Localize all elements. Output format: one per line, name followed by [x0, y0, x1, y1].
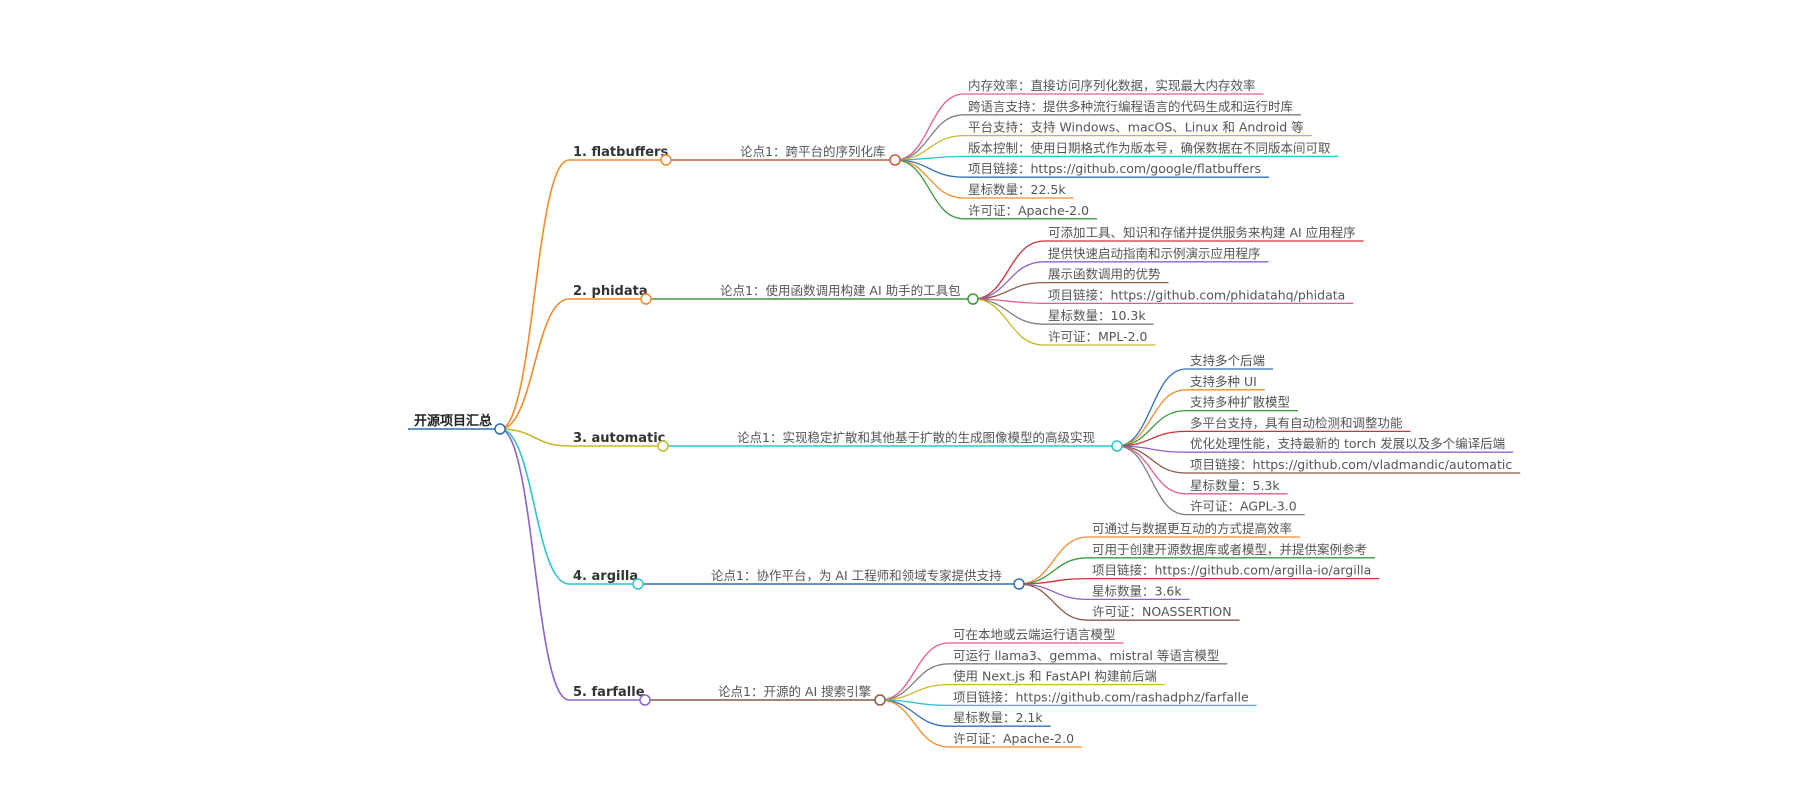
detail-branch-line	[879, 663, 950, 701]
detail-label: 平台支持：支持 Windows、macOS、Linux 和 Android 等	[968, 120, 1304, 135]
detail-label: 可运行 llama3、gemma、mistral 等语言模型	[953, 648, 1219, 663]
detail-label: 星标数量：5.3k	[1190, 478, 1280, 493]
root-node-circle[interactable]	[494, 423, 506, 435]
detail-label: 项目链接：https://github.com/phidatahq/phidat…	[1048, 287, 1345, 302]
detail-label: 内存效率：直接访问序列化数据，实现最大内存效率	[968, 78, 1256, 93]
detail-branch-line	[1018, 557, 1089, 585]
detail-label: 展示函数调用的优势	[1048, 267, 1161, 282]
detail-label: 许可证：NOASSERTION	[1092, 604, 1232, 619]
root-title: 开源项目汇总	[414, 413, 492, 429]
detail-branch-line	[1018, 583, 1089, 621]
root-branch-line	[499, 159, 570, 430]
detail-label: 使用 Next.js 和 FastAPI 构建前后端	[953, 669, 1157, 684]
point-label: 论点1：使用函数调用构建 AI 助手的工具包	[720, 283, 961, 298]
detail-label: 可用于创建开源数据库或者模型，并提供案例参考	[1092, 542, 1367, 557]
detail-label: 项目链接：https://github.com/argilla-io/argil…	[1092, 563, 1371, 578]
point-node-circle[interactable]	[1111, 440, 1123, 452]
detail-label: 跨语言支持：提供多种流行编程语言的代码生成和运行时库	[968, 99, 1293, 114]
detail-label: 可在本地或云端运行语言模型	[953, 627, 1116, 642]
point-label: 论点1：开源的 AI 搜索引擎	[718, 684, 871, 699]
detail-branch-line	[894, 93, 965, 161]
detail-branch-line	[879, 699, 950, 748]
root-branch-line	[499, 428, 570, 585]
root-branch-line	[499, 298, 570, 430]
point-node-circle[interactable]	[874, 694, 886, 706]
detail-branch-line	[1116, 368, 1187, 447]
project-node-circle[interactable]	[640, 293, 652, 305]
project-name: 3. automatic	[573, 431, 665, 446]
project-name: 1. flatbuffers	[573, 145, 668, 160]
detail-label: 可通过与数据更互动的方式提高效率	[1092, 521, 1292, 536]
point-label: 论点1：实现稳定扩散和其他基于扩散的生成图像模型的高级实现	[737, 430, 1095, 445]
detail-branch-line	[972, 261, 1045, 300]
detail-branch-line	[1018, 583, 1089, 601]
detail-label: 项目链接：https://github.com/vladmandic/autom…	[1190, 457, 1512, 472]
detail-branch-line	[972, 240, 1045, 300]
project-node-circle[interactable]	[632, 578, 644, 590]
root-branch-line	[499, 428, 570, 701]
detail-label: 可添加工具、知识和存储并提供服务来构建 AI 应用程序	[1048, 225, 1356, 240]
detail-label: 优化处理性能，支持最新的 torch 发展以及多个编译后端	[1190, 436, 1505, 451]
detail-branch-line	[1018, 577, 1089, 585]
detail-label: 许可证：Apache-2.0	[968, 203, 1089, 218]
detail-label: 星标数量：22.5k	[968, 182, 1066, 197]
detail-branch-line	[879, 699, 950, 727]
detail-label: 星标数量：2.1k	[953, 710, 1043, 725]
project-name: 4. argilla	[573, 569, 638, 584]
detail-branch-line	[972, 298, 1045, 346]
point-label: 论点1：跨平台的序列化库	[740, 144, 885, 159]
detail-branch-line	[1116, 409, 1187, 447]
detail-label: 项目链接：https://github.com/google/flatbuffe…	[968, 161, 1261, 176]
point-node-circle[interactable]	[967, 293, 979, 305]
detail-branch-line	[894, 159, 965, 220]
detail-label: 提供快速启动指南和示例演示应用程序	[1048, 246, 1261, 261]
detail-label: 版本控制：使用日期格式作为版本号，确保数据在不同版本间可取	[968, 140, 1331, 155]
detail-branch-line	[1116, 445, 1187, 516]
detail-branch-line	[894, 159, 965, 199]
detail-branch-line	[1116, 389, 1187, 447]
detail-label: 项目链接：https://github.com/rashadphz/farfal…	[953, 689, 1249, 704]
project-node-circle[interactable]	[639, 694, 651, 706]
detail-branch-line	[894, 114, 965, 161]
detail-branch-line	[1116, 445, 1187, 495]
detail-branch-line	[1018, 536, 1089, 585]
root-branch-line	[499, 428, 570, 447]
detail-label: 许可证：AGPL-3.0	[1190, 499, 1297, 514]
project-name: 5. farfalle	[573, 685, 645, 700]
point-node-circle[interactable]	[1013, 578, 1025, 590]
detail-label: 支持多个后端	[1190, 353, 1265, 368]
project-node-circle[interactable]	[657, 440, 669, 452]
detail-label: 许可证：Apache-2.0	[953, 731, 1074, 746]
detail-label: 支持多种扩散模型	[1190, 395, 1290, 410]
point-node-circle[interactable]	[889, 154, 901, 166]
detail-label: 许可证：MPL-2.0	[1048, 329, 1148, 344]
project-name: 2. phidata	[573, 284, 648, 299]
point-label: 论点1：协作平台，为 AI 工程师和领域专家提供支持	[711, 568, 1002, 583]
project-node-circle[interactable]	[660, 154, 672, 166]
detail-label: 星标数量：10.3k	[1048, 308, 1146, 323]
detail-branch-line	[879, 642, 950, 701]
detail-label: 支持多种 UI	[1190, 374, 1257, 389]
detail-label: 星标数量：3.6k	[1092, 583, 1182, 598]
detail-label: 多平台支持，具有自动检测和调整功能	[1190, 415, 1403, 430]
